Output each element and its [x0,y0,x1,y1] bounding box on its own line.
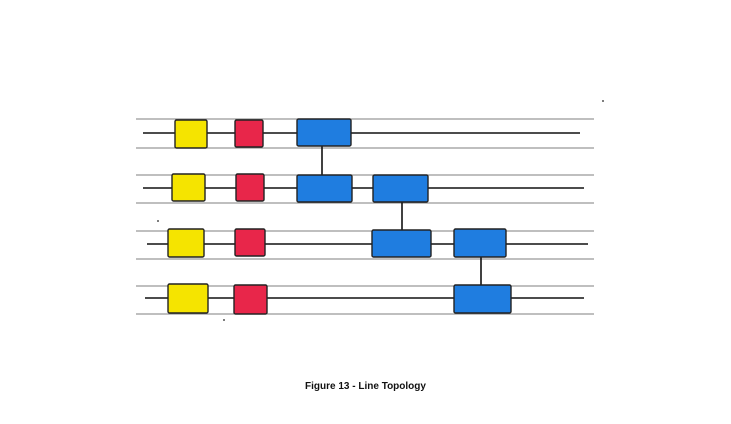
yellow-node [171,173,206,202]
blue-node [453,284,512,314]
yellow-node [167,228,205,258]
blue-node [296,118,352,147]
red-node [235,173,265,202]
blue-node [371,229,432,258]
blue-node [372,174,429,203]
red-node [233,284,268,315]
yellow-node [174,119,208,149]
pencil-dot [602,100,604,102]
blue-node [453,228,507,258]
blue-node [296,174,353,203]
pencil-dot [157,220,159,222]
figure-caption: Figure 13 - Line Topology [305,381,426,392]
red-node [234,119,264,148]
red-node [234,228,266,257]
yellow-node [167,283,209,314]
pencil-dot [223,319,225,321]
